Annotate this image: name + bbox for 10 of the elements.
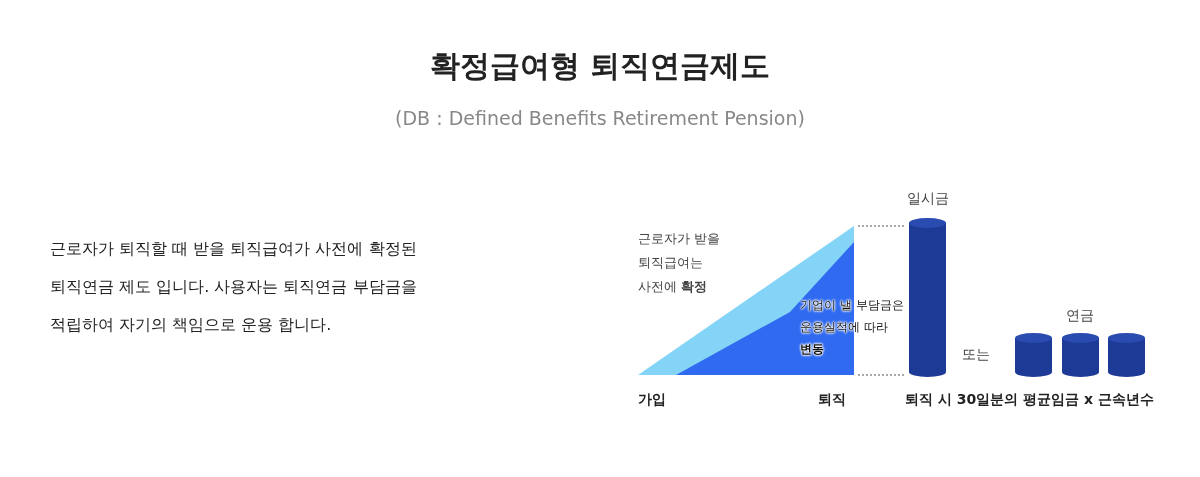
axis-label: 퇴직 시 30일분의 평균임금 x 근속년수 xyxy=(905,390,1155,409)
annotation-text: 근로자가 받을 퇴직급여는 사전에 확정 xyxy=(638,230,722,296)
axis-label: 가입 xyxy=(638,390,667,409)
annotation-text: 연금 xyxy=(1065,306,1095,325)
title: 확정급여형 퇴직연금제도 xyxy=(428,47,772,85)
annotation-text: 또는 xyxy=(962,345,991,364)
annotation-text: 일시금 xyxy=(906,189,950,208)
description-paragraph: 근로자가 퇴직할 때 받을 퇴직급여가 사전에 확정된 퇴직연금 제도 입니다. 사용자는 퇴직연금 부담금을 적립하여 자기의 책임으로 운용 합니다. xyxy=(50,238,418,336)
axis-label: 퇴직 xyxy=(818,390,847,409)
subtitle: (DB : Defined Benefits Retirement Pension) xyxy=(394,106,806,131)
